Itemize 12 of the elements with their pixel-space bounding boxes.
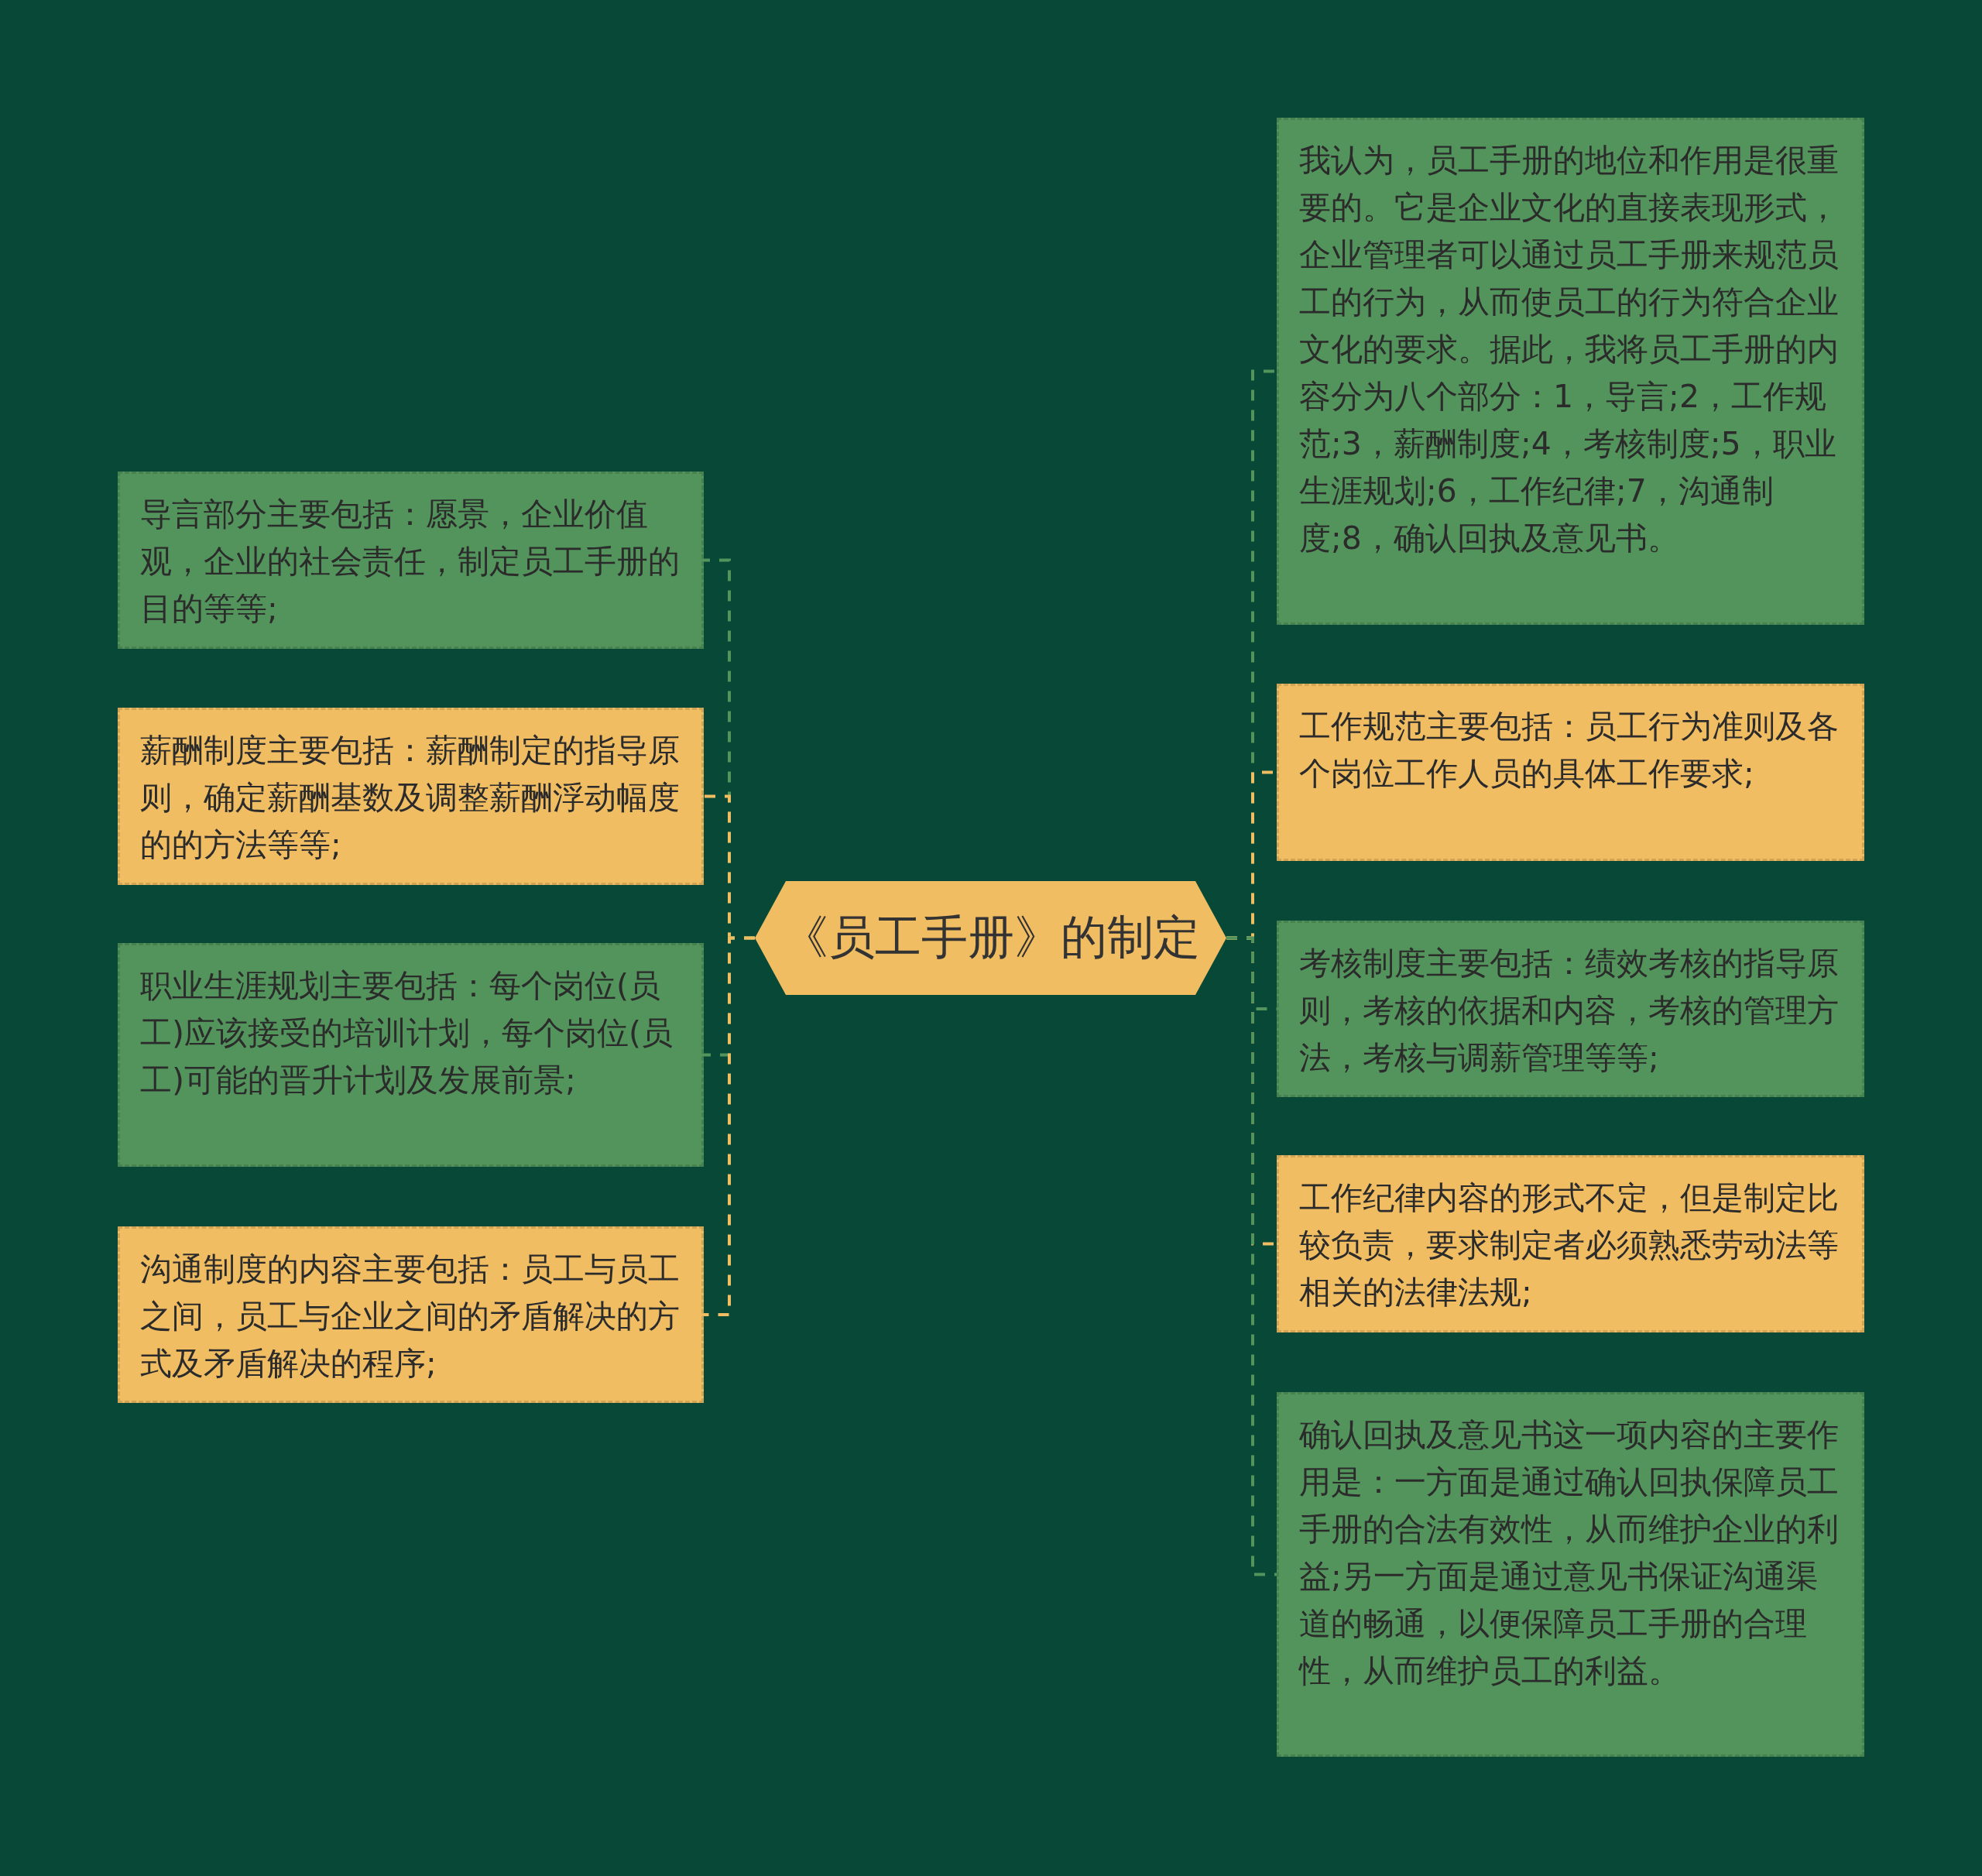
- text-box: 薪酬制度主要包括：薪酬制定的指导原则，确定薪酬基数及调整薪酬浮动幅度的的方法等等;: [118, 708, 704, 885]
- text-box: 职业生涯规划主要包括：每个岗位(员工)应该接受的培训计划，每个岗位(员工)可能的晋升计划及发展前景;: [118, 943, 704, 1167]
- text-box: 确认回执及意见书这一项内容的主要作用是：一方面是通过确认回执保障员工手册的合法有效性，从而维护企业的利益;另一方面是通过意见书保证沟通渠道的畅通，以便保障员工手册的合理性，从而维护员工的利益。: [1277, 1392, 1864, 1757]
- connector-line: [704, 936, 755, 1316]
- text-box: 工作纪律内容的形式不定，但是制定比较负责，要求制定者必须熟悉劳动法等相关的法律法规;: [1277, 1155, 1864, 1332]
- text-box: 工作规范主要包括：员工行为准则及各个岗位工作人员的具体工作要求;: [1277, 684, 1864, 861]
- topic-hexagon: 《员工手册》的制定: [755, 881, 1226, 995]
- connector-line: [1226, 936, 1277, 1576]
- text-box: 我认为，员工手册的地位和作用是很重要的。它是企业文化的直接表现形式，企业管理者可以通过员工手册来规范员工的行为，从而使员工的行为符合企业文化的要求。据此，我将员工手册的内容分为八个部分：1，导言;2，工作规范;3，薪酬制度;4，考核制度;5，职业生涯规划;6，工作纪律;7，沟通制度;8，确认回执及意见书。: [1277, 118, 1864, 625]
- text-box: 考核制度主要包括：绩效考核的指导原则，考核的依据和内容，考核的管理方法，考核与调薪管理等等;: [1277, 921, 1864, 1097]
- text-box: 沟通制度的内容主要包括：员工与员工之间，员工与企业之间的矛盾解决的方式及矛盾解决的程序;: [118, 1226, 704, 1403]
- text-box: 导言部分主要包括：愿景，企业价值观，企业的社会责任，制定员工手册的目的等等;: [118, 472, 704, 649]
